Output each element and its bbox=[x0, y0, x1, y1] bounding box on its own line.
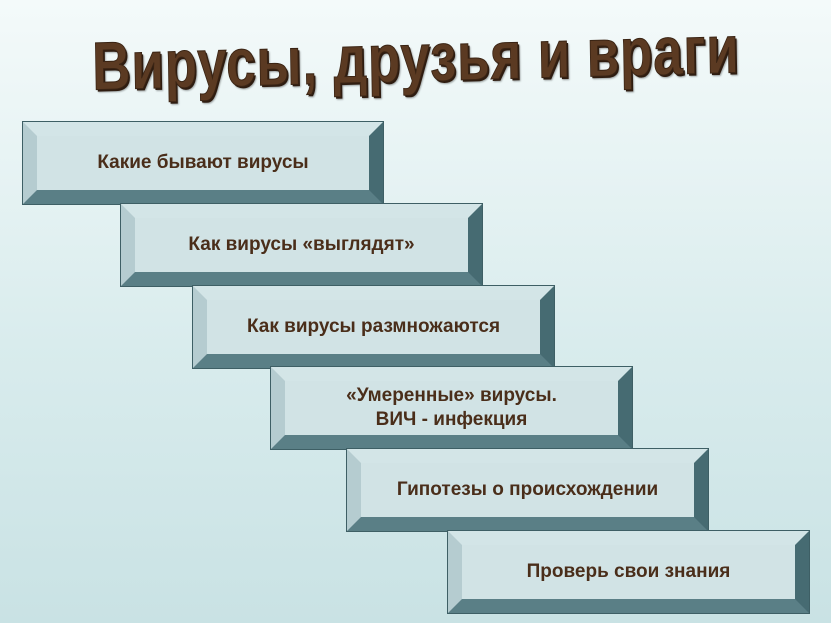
step-label: Как вирусы размножаются bbox=[246, 316, 501, 337]
step-button-moderate-viruses-hiv[interactable]: «Умеренные» вирусы. ВИЧ - инфекция bbox=[270, 366, 633, 450]
step-label: «Умеренные» вирусы. ВИЧ - инфекция bbox=[346, 385, 557, 430]
step-face: «Умеренные» вирусы. ВИЧ - инфекция bbox=[285, 381, 618, 435]
slide-title: Вирусы, друзья и враги bbox=[91, 11, 741, 105]
step-face: Как вирусы размножаются bbox=[207, 300, 540, 354]
step-button-virus-appearance[interactable]: Как вирусы «выглядят» bbox=[120, 203, 483, 287]
step-bevel bbox=[447, 530, 810, 614]
step-face: Проверь свои знания bbox=[462, 545, 795, 599]
step-bevel bbox=[120, 203, 483, 287]
step-bevel bbox=[270, 366, 633, 450]
step-face: Какие бывают вирусы bbox=[37, 136, 369, 190]
step-button-virus-types[interactable]: Какие бывают вирусы bbox=[22, 121, 384, 205]
step-button-virus-reproduction[interactable]: Как вирусы размножаются bbox=[192, 285, 555, 369]
step-button-origin-hypotheses[interactable]: Гипотезы о происхождении bbox=[346, 448, 709, 532]
step-bevel bbox=[346, 448, 709, 532]
step-button-check-knowledge[interactable]: Проверь свои знания bbox=[447, 530, 810, 614]
step-bevel bbox=[22, 121, 384, 205]
step-label: Проверь свои знания bbox=[526, 561, 731, 582]
step-face: Гипотезы о происхождении bbox=[361, 463, 694, 517]
step-bevel bbox=[192, 285, 555, 369]
step-label: Гипотезы о происхождении bbox=[396, 479, 659, 500]
step-label: Какие бывают вирусы bbox=[97, 152, 309, 173]
step-label: Как вирусы «выглядят» bbox=[188, 234, 415, 255]
step-face: Как вирусы «выглядят» bbox=[135, 218, 468, 272]
